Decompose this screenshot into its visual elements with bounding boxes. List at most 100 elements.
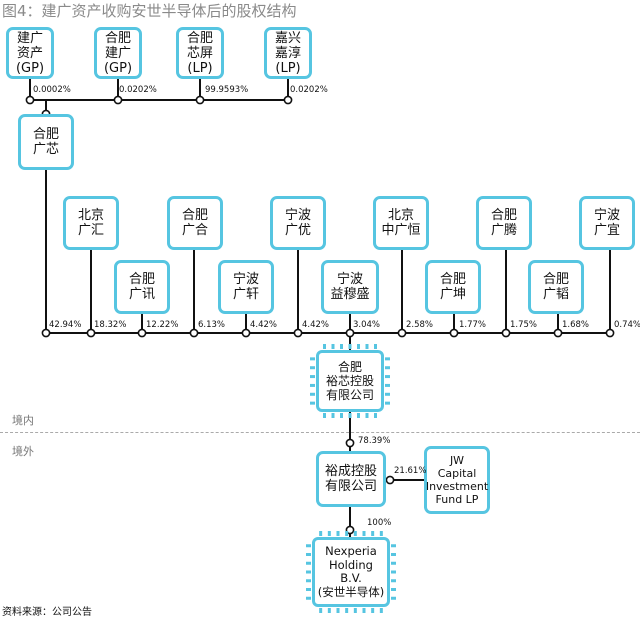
yucheng-label: 裕成控股 有限公司 xyxy=(324,464,377,494)
shareholder-label: 宁波 广轩 xyxy=(232,272,259,302)
hefei-yuxin-label: 合肥 裕芯控股 有限公司 xyxy=(325,360,374,402)
chip-pin xyxy=(310,401,315,405)
shareholder-box-hefei-guanghe: 合肥 广合 xyxy=(167,196,223,250)
chip-pin xyxy=(371,608,375,613)
holder-box-hefei-xinping: 合肥 芯屏 (LP) xyxy=(176,27,224,79)
holder-label: 建广 资产 (GP) xyxy=(15,30,45,76)
chip-pin xyxy=(306,579,311,583)
chip-pin xyxy=(385,383,390,387)
connector-node xyxy=(293,328,303,338)
connector-node xyxy=(283,95,293,105)
chip-pin xyxy=(353,608,357,613)
pct-label: 0.0202% xyxy=(290,85,328,95)
chip-pin xyxy=(362,531,366,536)
chip-pin xyxy=(331,344,335,349)
chip-pin xyxy=(362,608,366,613)
pct-label: 3.04% xyxy=(353,320,381,330)
pct-label: 4.42% xyxy=(302,320,330,330)
chip-pin xyxy=(374,344,377,349)
chip-pin xyxy=(385,401,390,405)
holder-box-jiaxing-jiachun: 嘉兴 嘉淳 (LP) xyxy=(264,27,312,79)
chip-pin xyxy=(357,413,360,418)
chip-pin xyxy=(348,344,352,349)
connector-node xyxy=(195,95,205,105)
chip-pin xyxy=(391,588,396,591)
shareholder-label: 宁波 益穆盛 xyxy=(330,272,370,302)
chip-pin xyxy=(310,392,315,396)
chip-pin xyxy=(319,608,323,613)
connector-node xyxy=(345,525,355,535)
chip-pin xyxy=(340,413,343,418)
hefei-yuxin-chip: 合肥 裕芯控股 有限公司 xyxy=(316,350,384,412)
chip-pin xyxy=(379,608,383,613)
shareholder-label: 宁波 广优 xyxy=(284,208,311,238)
pct-label: 1.77% xyxy=(459,320,487,330)
chip-pin xyxy=(357,344,360,349)
chip-pin xyxy=(306,553,311,556)
shareholder-box-hefei-guangkun: 合肥 广坤 xyxy=(425,260,481,314)
connector-node xyxy=(241,328,251,338)
chip-pin xyxy=(306,588,311,591)
connector-node xyxy=(137,328,147,338)
pct-label: 0.0002% xyxy=(33,85,71,95)
holder-label: 嘉兴 嘉淳 (LP) xyxy=(274,30,301,76)
shareholder-box-beijing-guanghui: 北京 广汇 xyxy=(63,196,119,250)
pct-label: 2.58% xyxy=(406,320,434,330)
pct-label: 6.13% xyxy=(198,320,226,330)
pct-label: 18.32% xyxy=(94,320,127,330)
connector-node xyxy=(605,328,615,338)
shareholder-box-ningbo-yimusheng: 宁波 益穆盛 xyxy=(321,260,379,314)
shareholder-label: 合肥 广韬 xyxy=(542,272,569,302)
shareholder-box-beijing-zhongguangheng: 北京 中广恒 xyxy=(373,196,429,250)
chip-pin xyxy=(385,392,390,396)
chip-pin xyxy=(319,531,323,536)
shareholder-box-ningbo-guangxuan: 宁波 广轩 xyxy=(218,260,274,314)
holder-box-hefei-jianguang: 合肥 建广 (GP) xyxy=(94,27,142,79)
connector-node xyxy=(25,95,35,105)
pct-label: 99.9593% xyxy=(205,85,249,95)
shareholder-label: 北京 中广恒 xyxy=(381,208,421,238)
chip-pin xyxy=(306,561,311,565)
nexperia-label: Nexperia Holding B.V. (安世半导体) xyxy=(317,544,385,599)
chip-pin xyxy=(306,544,311,548)
pct-label: 78.39% xyxy=(358,436,391,446)
chip-pin xyxy=(348,413,352,418)
jw-capital-box: JW Capital Investment Fund LP xyxy=(424,446,490,514)
chart-title: 图4：建广资产收购安世半导体后的股权结构 xyxy=(2,2,297,20)
connector-node xyxy=(41,328,51,338)
holder-label: 合肥 芯屏 (LP) xyxy=(186,30,213,76)
pct-label: 4.42% xyxy=(250,320,278,330)
chip-pin xyxy=(365,413,369,418)
shareholder-label: 北京 广汇 xyxy=(77,208,104,238)
jw-capital-label: JW Capital Investment Fund LP xyxy=(425,454,489,506)
region-overseas-label: 境外 xyxy=(12,445,34,458)
connector-node xyxy=(385,475,395,485)
chip-pin xyxy=(331,413,335,418)
chip-pin xyxy=(310,366,315,370)
chip-pin xyxy=(385,357,390,361)
connector-node xyxy=(397,328,407,338)
shareholder-label: 宁波 广宜 xyxy=(593,208,620,238)
chip-pin xyxy=(374,413,377,418)
shareholder-label: 合肥 广坤 xyxy=(439,272,466,302)
nexperia-chip: Nexperia Holding B.V. (安世半导体) xyxy=(312,537,390,607)
chip-pin xyxy=(336,531,340,536)
pct-label: 0.74% xyxy=(614,320,640,330)
chip-pin xyxy=(336,608,340,613)
pct-label: 0.0202% xyxy=(119,85,157,95)
source-note: 资料来源：公司公告 xyxy=(2,607,92,618)
pct-label: 21.61% xyxy=(394,466,427,476)
region-domestic-label: 境内 xyxy=(12,414,34,427)
chip-pin xyxy=(391,579,396,583)
chip-pin xyxy=(327,608,331,613)
pct-label: 12.22% xyxy=(146,320,179,330)
chip-pin xyxy=(371,531,375,536)
pct-label: 100% xyxy=(367,518,392,528)
chip-pin xyxy=(379,531,383,536)
connector-node xyxy=(86,328,96,338)
shareholder-box-ningbo-guangyi: 宁波 广宜 xyxy=(579,196,635,250)
pct-label: 1.68% xyxy=(562,320,590,330)
shareholder-box-hefei-guangtao: 合肥 广韬 xyxy=(528,260,584,314)
chip-pin xyxy=(323,413,326,418)
chip-pin xyxy=(345,531,349,536)
